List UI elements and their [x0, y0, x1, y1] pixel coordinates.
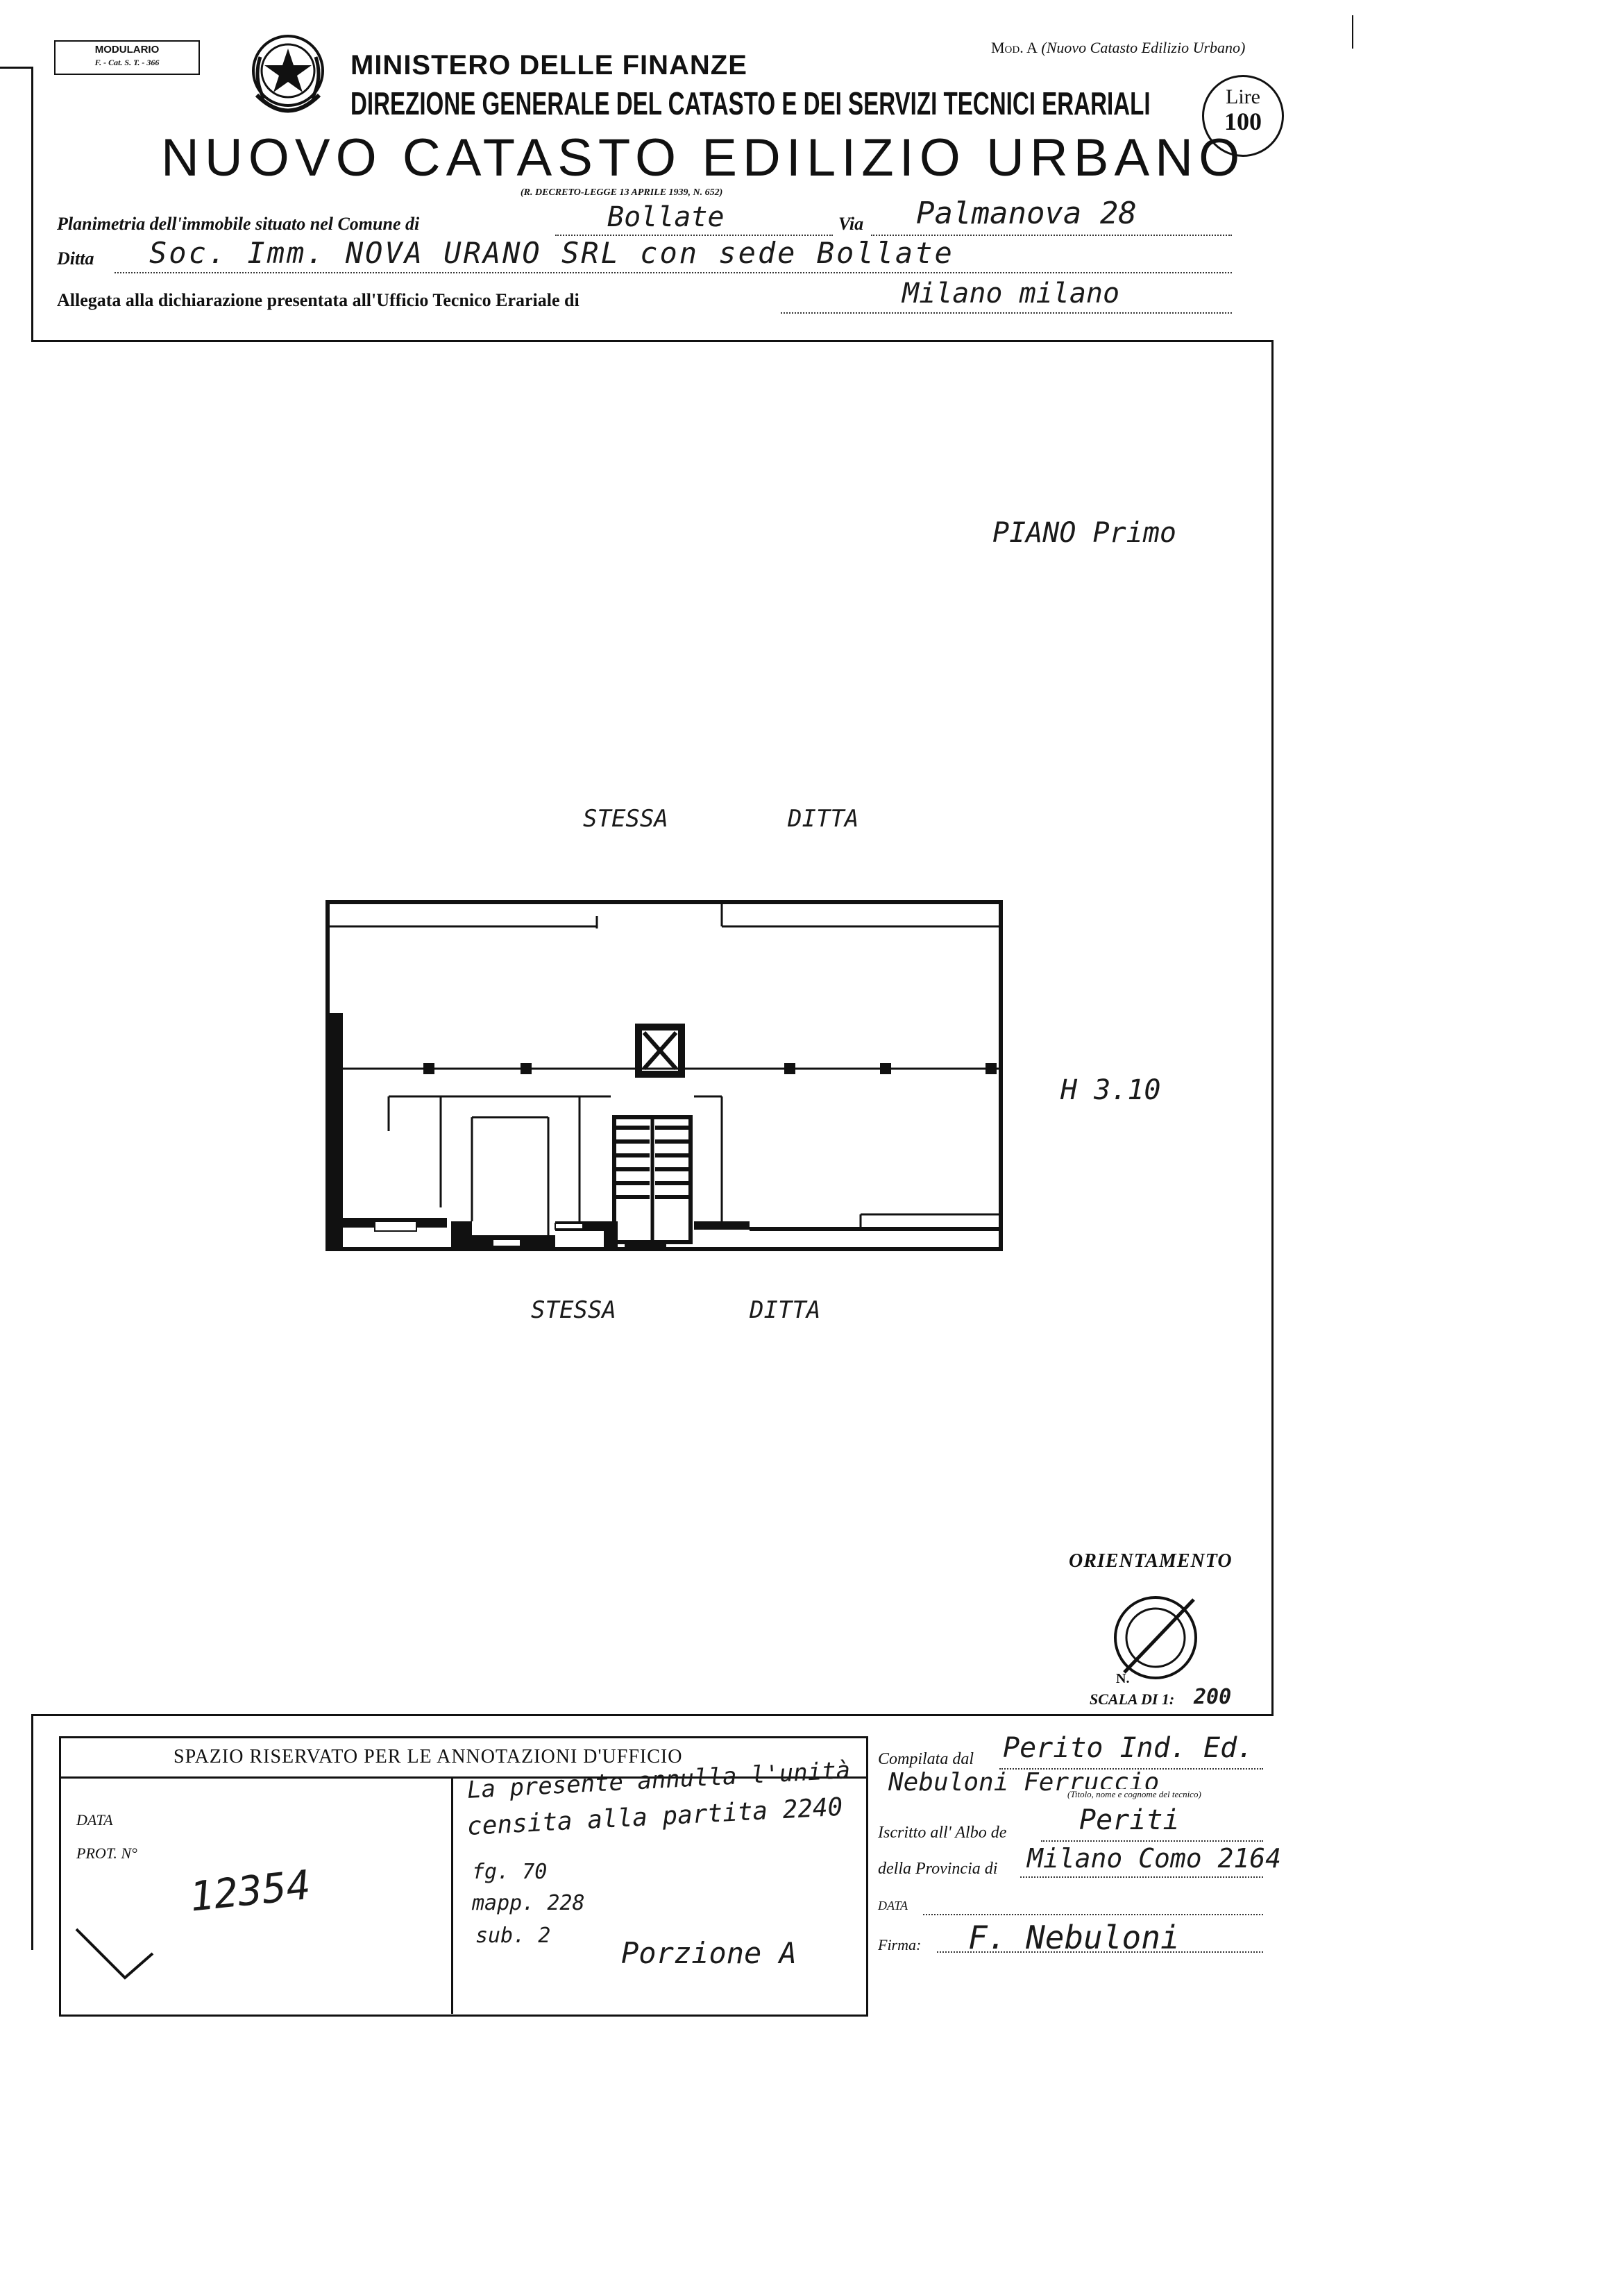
lire-stamp: Lire 100: [1202, 75, 1284, 157]
provincia-field-line: [1020, 1876, 1263, 1878]
mod-a-label: Mod. A: [991, 39, 1038, 56]
provincia-value: Milano Como 2164: [1027, 1843, 1282, 1874]
left-frame-vertical: [31, 67, 33, 341]
margin-mark: [1352, 15, 1353, 49]
orientation-label: ORIENTAMENTO: [1069, 1550, 1233, 1572]
titolo-note: (Titolo, nome e cognome del tecnico): [1067, 1789, 1201, 1800]
allegata-label: Allegata alla dichiarazione presentata a…: [57, 290, 580, 310]
compiler-data-label: DATA: [878, 1899, 908, 1912]
planimetria-label: Planimetria dell'immobile situato nel Co…: [57, 214, 420, 234]
firma-value: F. Nebuloni: [968, 1919, 1180, 1956]
via-value: Palmanova 28: [916, 196, 1137, 231]
provincia-label: della Provincia di: [878, 1860, 998, 1878]
comune-value: Bollate: [607, 201, 725, 233]
compass-icon: [1114, 1596, 1197, 1679]
left-frame-top: [0, 67, 32, 69]
lire-label: Lire: [1226, 85, 1260, 108]
office-prot-label: PROT. N°: [76, 1844, 137, 1862]
north-label: N.: [1116, 1671, 1130, 1686]
office-box-divider: [451, 1776, 453, 2014]
office-note-line3: fg. 70: [472, 1860, 548, 1884]
lire-value: 100: [1224, 108, 1262, 135]
office-data-label: DATA: [76, 1811, 113, 1829]
bottom-neighbor-stessa: STESSA: [531, 1296, 616, 1324]
office-box-title: SPAZIO RISERVATO PER LE ANNOTAZIONI D'UF…: [174, 1746, 683, 1767]
scale-label: SCALA DI 1:: [1090, 1690, 1175, 1708]
direzione-title: DIREZIONE GENERALE DEL CATASTO E DEI SER…: [350, 85, 1151, 121]
corner-stroke: [75, 1928, 154, 1980]
height-note: H 3.10: [1060, 1074, 1161, 1106]
modulario-line2: F. - Cat. S. T. - 366: [94, 58, 160, 67]
frame-top-rule: [31, 340, 1274, 342]
firma-field-line: [937, 1951, 1263, 1953]
allegata-field-line: [781, 312, 1232, 314]
scale-value: 200: [1194, 1685, 1232, 1709]
bottom-left-vertical: [31, 1714, 33, 1950]
modulario-box: MODULARIO F. - Cat. S. T. - 366: [54, 40, 200, 75]
top-neighbor-stessa: STESSA: [583, 805, 668, 833]
via-label: Via: [838, 214, 864, 234]
top-neighbor-ditta: DITTA: [788, 805, 859, 833]
office-box-header-rule: [59, 1776, 866, 1779]
office-porzione: Porzione A: [621, 1936, 797, 1970]
mod-a: Mod. A (Nuovo Catasto Edilizio Urbano): [991, 39, 1245, 57]
floor-label: PIANO Primo: [992, 517, 1176, 549]
allegata-value: Milano milano: [902, 278, 1120, 309]
ministry-name: MINISTERO DELLE FINANZE: [350, 50, 747, 80]
bottom-neighbor-ditta: DITTA: [750, 1296, 821, 1324]
office-box: [59, 1736, 868, 2017]
decree-note: (R. DECRETO-LEGGE 13 APRILE 1939, N. 652…: [521, 187, 723, 198]
compiler-data-line: [923, 1914, 1263, 1915]
modulario-line1: MODULARIO: [94, 44, 160, 56]
compilata-label: Compilata dal: [878, 1750, 974, 1768]
via-field-line: [871, 235, 1232, 236]
frame-bottom-rule: [31, 1714, 1274, 1716]
iscritto-field-line: [1041, 1840, 1263, 1842]
republic-emblem-icon: [252, 35, 324, 113]
iscritto-label: Iscritto all' Albo de: [878, 1824, 1007, 1842]
compilata-value: Perito Ind. Ed.: [1003, 1732, 1254, 1764]
firma-label: Firma:: [878, 1936, 922, 1953]
iscritto-value: Periti: [1079, 1804, 1180, 1836]
floor-plan-drawing: [325, 900, 1003, 1251]
ditta-label: Ditta: [57, 248, 94, 269]
comune-field-line: [555, 235, 833, 236]
page-title: NUOVO CATASTO EDILIZIO URBANO: [161, 128, 1246, 187]
compilata-field-line: [999, 1768, 1263, 1770]
office-note-line4: mapp. 228: [472, 1891, 585, 1915]
ditta-field-line: [115, 272, 1232, 273]
office-note-line5: sub. 2: [475, 1924, 551, 1948]
ditta-value: Soc. Imm. NOVA URANO SRL con sede Bollat…: [149, 236, 954, 270]
frame-right-rule: [1271, 340, 1274, 1715]
mod-a-note: (Nuovo Catasto Edilizio Urbano): [1041, 39, 1246, 56]
